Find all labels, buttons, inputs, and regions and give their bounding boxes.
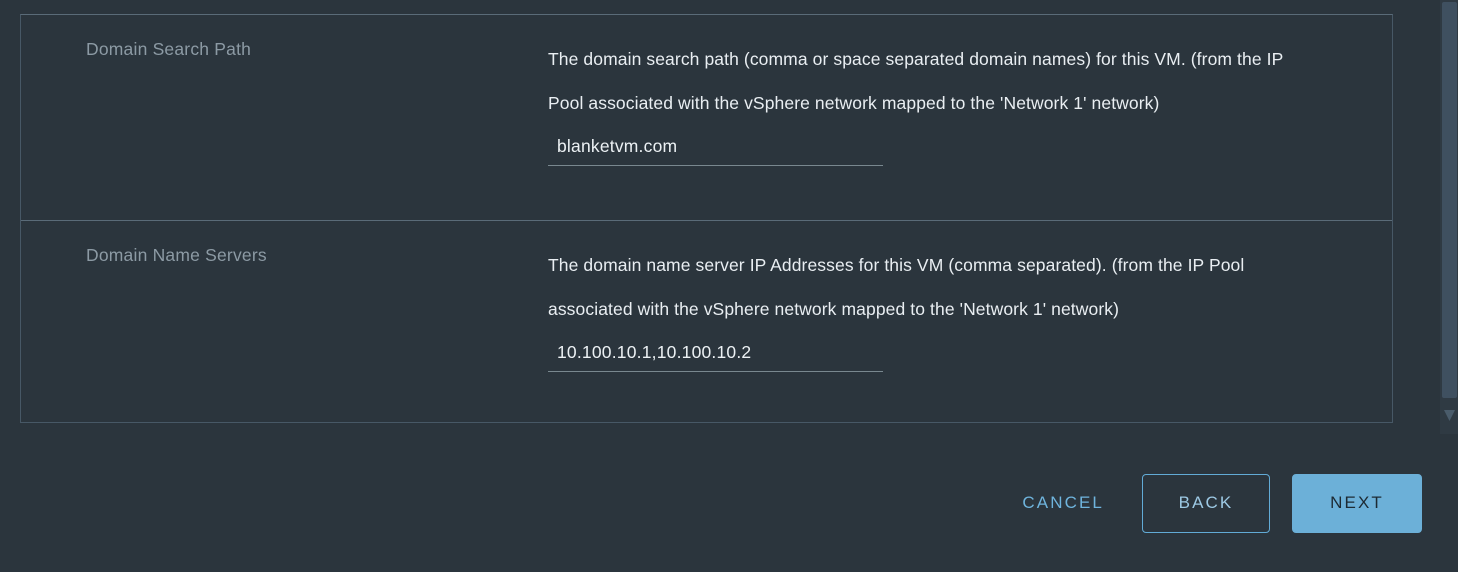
scrollbar-track[interactable] (1440, 0, 1458, 434)
table-row: Domain Name Servers The domain name serv… (21, 220, 1392, 422)
properties-table: Domain Search Path The domain search pat… (20, 14, 1393, 423)
domain-search-path-field[interactable] (548, 133, 883, 166)
scroll-down-arrow-icon[interactable] (1442, 402, 1457, 430)
wizard-footer-actions: CANCEL BACK NEXT (20, 455, 1430, 551)
domain-name-servers-field[interactable] (548, 339, 883, 372)
next-button[interactable]: NEXT (1292, 473, 1422, 533)
cancel-button[interactable]: CANCEL (1000, 474, 1126, 532)
scrollbar-thumb[interactable] (1442, 2, 1457, 398)
property-value-cell: The domain name server IP Addresses for … (548, 221, 1392, 422)
property-description-domain-search-path: The domain search path (comma or space s… (548, 49, 1284, 113)
domain-search-path-input[interactable] (548, 133, 883, 165)
property-label-cell: Domain Name Servers (21, 221, 548, 422)
property-label-cell: Domain Search Path (21, 15, 548, 220)
property-value-cell: The domain search path (comma or space s… (548, 15, 1392, 220)
property-description-domain-name-servers: The domain name server IP Addresses for … (548, 255, 1245, 319)
property-label-domain-search-path: Domain Search Path (86, 39, 252, 59)
vertical-scrollbar[interactable] (1440, 0, 1458, 572)
property-label-domain-name-servers: Domain Name Servers (86, 245, 267, 265)
table-row: Domain Search Path The domain search pat… (21, 15, 1392, 220)
domain-name-servers-input[interactable] (548, 339, 883, 371)
back-button[interactable]: BACK (1142, 473, 1270, 533)
